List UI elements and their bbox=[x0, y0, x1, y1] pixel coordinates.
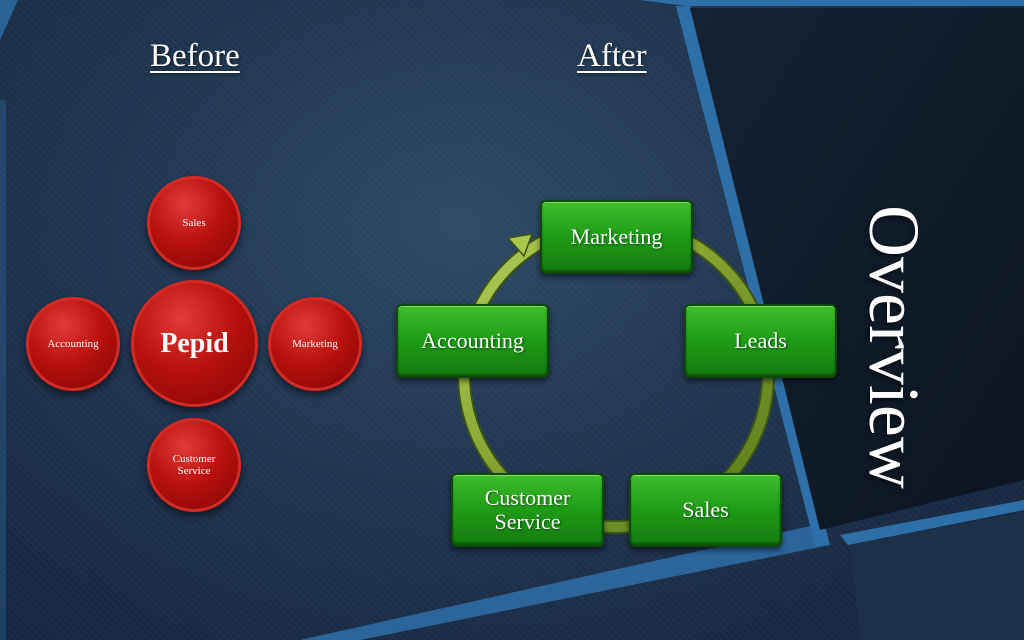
after-node-leads: Leads bbox=[684, 304, 837, 378]
after-node-leads-label: Leads bbox=[734, 328, 787, 353]
accent-band-lower-right bbox=[840, 500, 1024, 545]
after-node-customer-service-label: Customer Service bbox=[484, 485, 571, 534]
before-node-accounting: Accounting bbox=[26, 297, 120, 391]
before-node-marketing: Marketing bbox=[268, 297, 362, 391]
after-node-accounting-label: Accounting bbox=[421, 328, 524, 353]
after-node-accounting: Accounting bbox=[396, 304, 549, 378]
before-node-sales-label: Sales bbox=[182, 217, 206, 229]
cycle-arrowhead bbox=[506, 233, 534, 258]
accent-band-left-edge bbox=[0, 100, 6, 640]
before-node-sales: Sales bbox=[147, 176, 241, 270]
before-node-customer-service: Customer Service bbox=[147, 418, 241, 512]
accent-band-bottom bbox=[300, 525, 830, 640]
after-node-customer-service: Customer Service bbox=[451, 473, 604, 547]
after-heading: After bbox=[577, 38, 647, 74]
before-node-marketing-label: Marketing bbox=[292, 338, 338, 350]
before-heading: Before bbox=[150, 38, 240, 74]
overview-title: Overview bbox=[854, 205, 934, 489]
after-node-sales-label: Sales bbox=[682, 497, 729, 522]
corner-panel bbox=[850, 512, 1024, 640]
before-center-pepid: Pepid bbox=[131, 280, 258, 407]
accent-band-top bbox=[640, 0, 1024, 6]
before-node-customer-service-label: Customer Service bbox=[172, 453, 216, 477]
after-node-sales: Sales bbox=[629, 473, 782, 547]
before-node-accounting-label: Accounting bbox=[47, 338, 99, 350]
after-node-marketing-label: Marketing bbox=[570, 224, 663, 249]
accent-band-left bbox=[0, 0, 18, 40]
after-node-marketing: Marketing bbox=[540, 200, 693, 274]
before-center-label: Pepid bbox=[160, 327, 229, 359]
overview-panel bbox=[690, 8, 1024, 530]
